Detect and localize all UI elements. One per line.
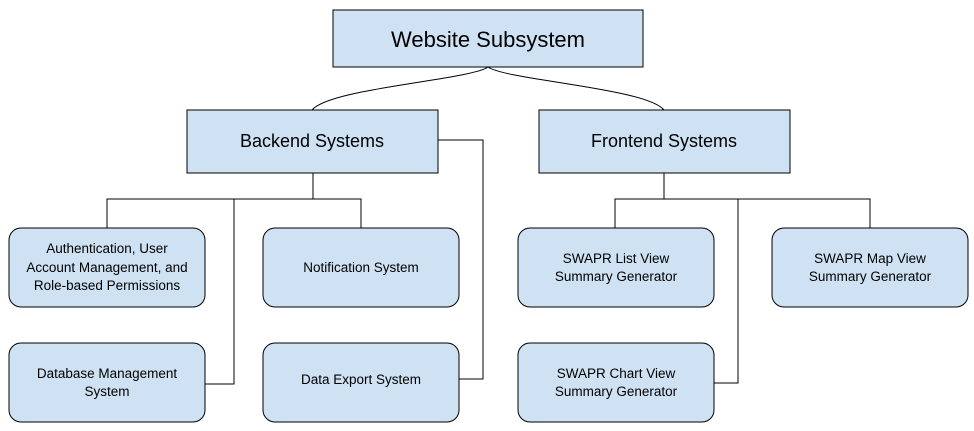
node-authentication-line-3: Role-based Permissions bbox=[34, 278, 181, 293]
node-swapr-list-view: SWAPR List View Summary Generator bbox=[517, 227, 715, 308]
connector-root-backend bbox=[311, 66, 489, 111]
node-authentication: Authentication, User Account Management,… bbox=[8, 227, 206, 308]
connector-backend-bus bbox=[106, 173, 314, 228]
node-notification-system-label: Notification System bbox=[303, 260, 419, 275]
node-swapr-map-view-line-1: SWAPR Map View bbox=[814, 251, 926, 266]
node-swapr-chart-view-line-1: SWAPR Chart View bbox=[557, 366, 676, 381]
node-backend-systems: Backend Systems bbox=[186, 109, 439, 174]
node-swapr-map-view: SWAPR Map View Summary Generator bbox=[771, 227, 969, 308]
node-data-export: Data Export System bbox=[262, 342, 460, 423]
node-notification-system: Notification System bbox=[262, 227, 460, 308]
connector-backend-export bbox=[438, 139, 484, 380]
node-data-export-label: Data Export System bbox=[301, 372, 421, 387]
node-database-management-line-1: Database Management bbox=[37, 366, 178, 381]
connector-root-frontend bbox=[487, 66, 665, 111]
node-swapr-map-view-line-2: Summary Generator bbox=[809, 269, 932, 284]
node-frontend-systems: Frontend Systems bbox=[538, 109, 791, 174]
connector-frontend-chart bbox=[664, 198, 739, 384]
connector-frontend-map bbox=[664, 198, 871, 228]
node-swapr-chart-view: SWAPR Chart View Summary Generator bbox=[517, 342, 715, 423]
connector-backend-database bbox=[205, 199, 235, 385]
node-website-subsystem-label: Website Subsystem bbox=[391, 27, 585, 52]
node-database-management: Database Management System bbox=[8, 342, 206, 423]
node-backend-systems-label: Backend Systems bbox=[240, 131, 384, 151]
connector-backend-notification bbox=[313, 198, 362, 228]
node-swapr-chart-view-line-2: Summary Generator bbox=[555, 384, 678, 399]
node-authentication-line-1: Authentication, User bbox=[46, 241, 168, 256]
connector-frontend-bus bbox=[614, 173, 665, 228]
connectors bbox=[106, 66, 871, 385]
node-frontend-systems-label: Frontend Systems bbox=[591, 131, 737, 151]
node-website-subsystem: Website Subsystem bbox=[332, 9, 644, 68]
node-swapr-list-view-line-2: Summary Generator bbox=[555, 269, 678, 284]
node-database-management-line-2: System bbox=[84, 384, 129, 399]
node-swapr-list-view-line-1: SWAPR List View bbox=[563, 251, 670, 266]
node-authentication-line-2: Account Management, and bbox=[26, 260, 187, 275]
